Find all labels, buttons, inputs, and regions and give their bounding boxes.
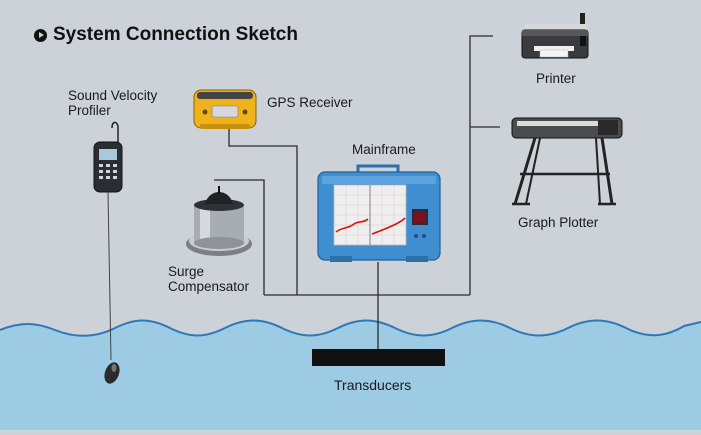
peripheral-riser (469, 35, 493, 295)
gps-connector (228, 129, 298, 295)
diagram-title: System Connection Sketch (34, 24, 298, 46)
svp-label-line1: Sound Velocity (68, 88, 158, 103)
surge-label-line2: Compensator (168, 279, 250, 294)
connector-lines (214, 35, 500, 350)
plotter-device (511, 117, 623, 206)
gps-device (193, 89, 257, 129)
svp-label-line2: Profiler (68, 103, 111, 118)
printer-label: Printer (536, 71, 576, 86)
play-bullet-icon (34, 28, 47, 42)
plotter-label: Graph Plotter (518, 215, 599, 230)
mainframe-device (317, 164, 441, 262)
gps-label: GPS Receiver (267, 95, 353, 110)
surge-compensator-device (186, 186, 252, 256)
surge-connector (214, 179, 265, 295)
printer-device (521, 13, 589, 59)
profiler-device (93, 121, 123, 384)
transducer-bar (312, 349, 445, 366)
title-text: System Connection Sketch (53, 24, 298, 45)
surge-label: Surge Compensator (168, 264, 249, 294)
water-area (0, 320, 701, 430)
wave-line (0, 319, 701, 337)
mainframe-label: Mainframe (352, 142, 416, 157)
svp-label: Sound Velocity Profiler (68, 88, 157, 118)
surge-label-line1: Surge (168, 264, 205, 279)
transducers-label: Transducers (334, 377, 412, 393)
